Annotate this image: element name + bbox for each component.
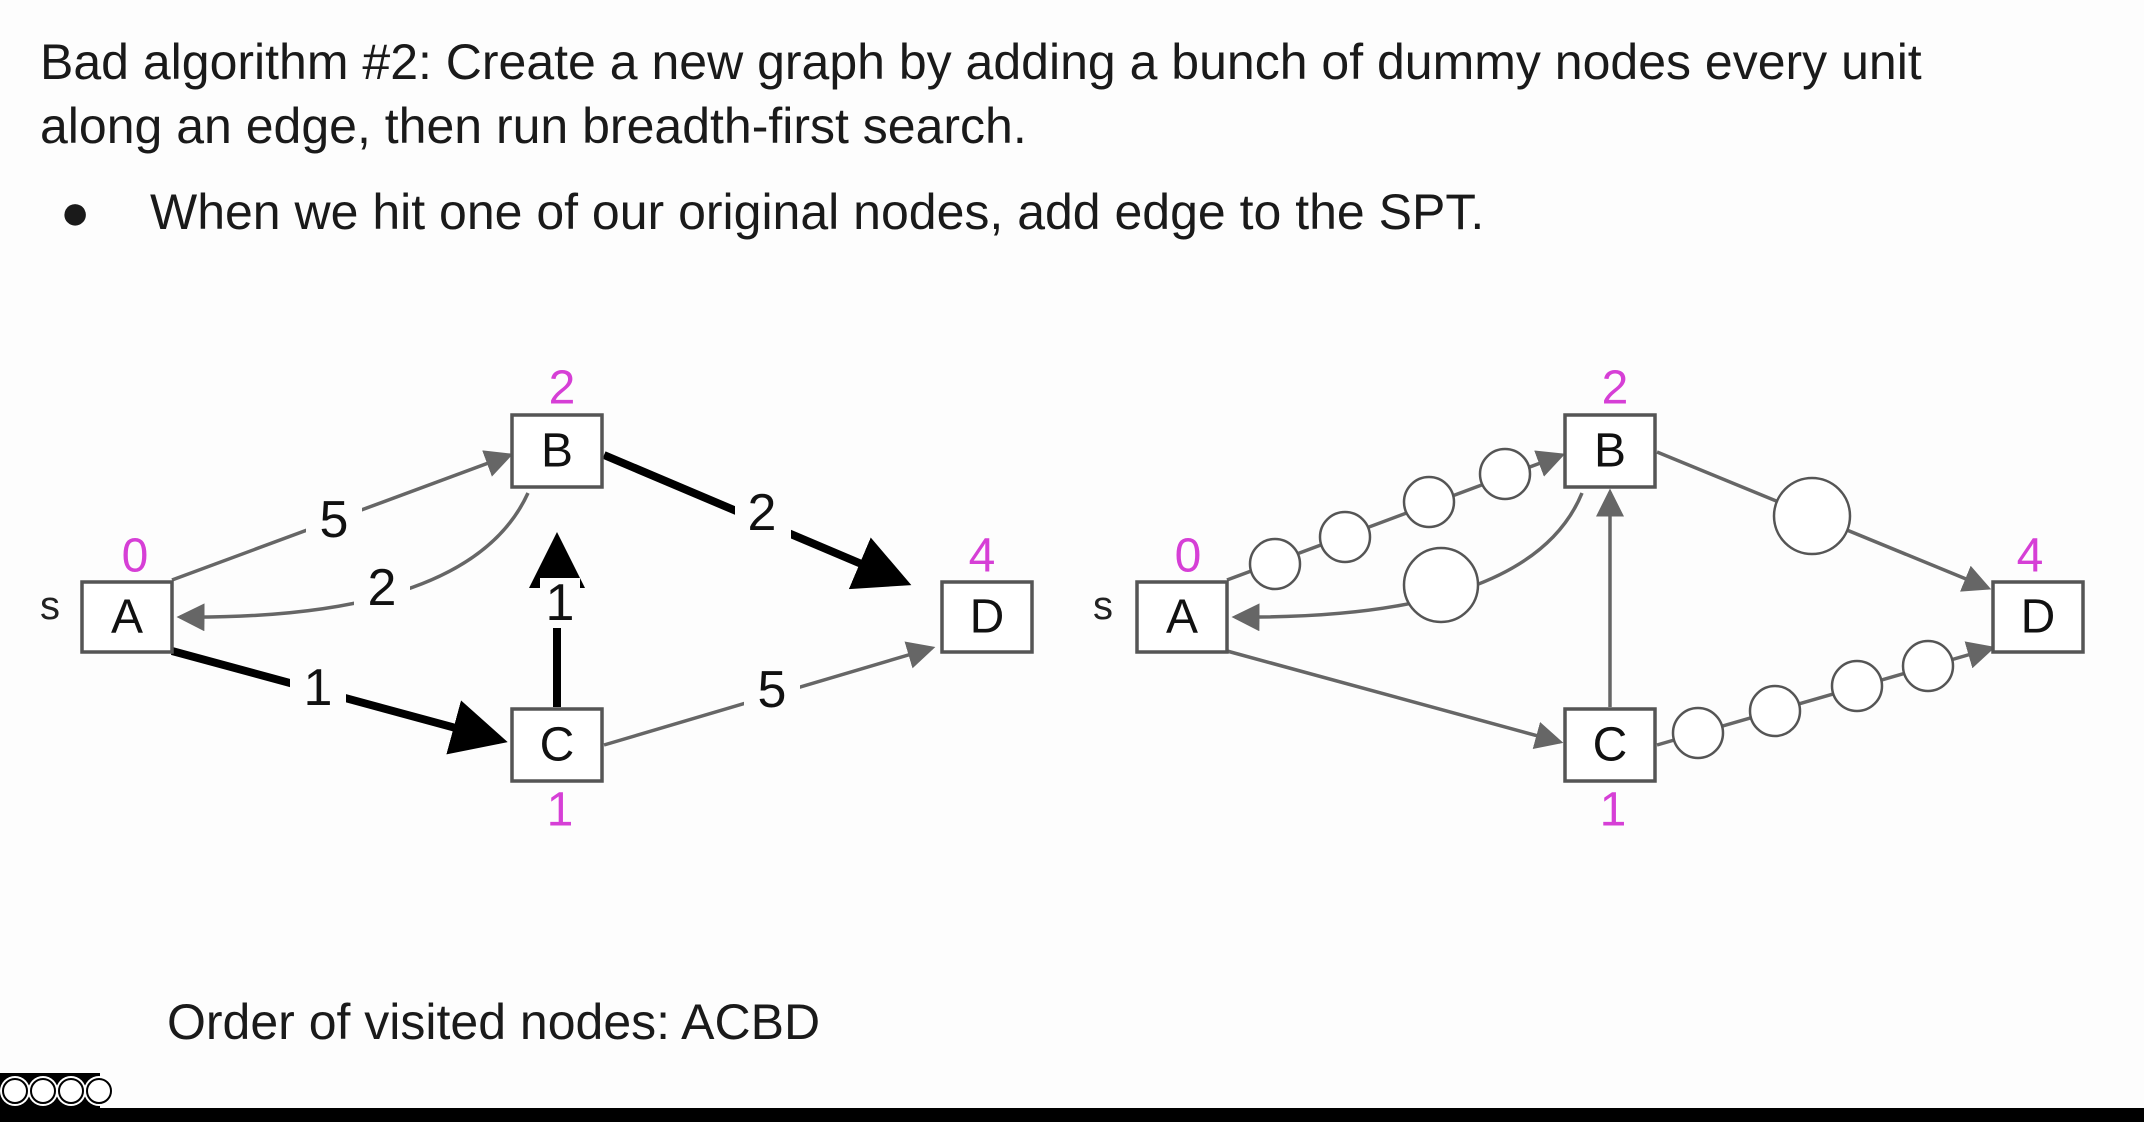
- dummy-node: [1671, 706, 1725, 760]
- right-graph: A B C D 0 2 1 4 s: [1093, 362, 2085, 837]
- license-badge: [0, 1073, 112, 1109]
- node-d: D: [1991, 580, 2085, 654]
- dummy-node: [1402, 546, 1480, 624]
- left-graph: 5 2 1 1 2 5 A B C D 0 2 1 4 s: [40, 362, 1034, 837]
- dummy-node: [1830, 659, 1884, 713]
- dummy-node: [1772, 476, 1852, 556]
- source-label: s: [1093, 584, 1113, 628]
- distance-label-b: 2: [549, 362, 576, 415]
- weight-label-b-d: 2: [748, 484, 777, 542]
- node-c-label: C: [540, 719, 575, 772]
- visit-order-text: Order of visited nodes: ACBD: [167, 994, 821, 1050]
- node-a: A: [80, 580, 174, 654]
- bottom-bar: [0, 1108, 2144, 1122]
- node-d-label: D: [970, 591, 1005, 644]
- node-a: A: [1135, 580, 1229, 654]
- node-d: D: [940, 580, 1034, 654]
- weight-label-c-d: 5: [758, 661, 787, 719]
- sa-icon: [86, 1078, 112, 1104]
- node-b-label: B: [541, 425, 573, 478]
- cc-icon: [2, 1078, 28, 1104]
- distance-label-d: 4: [969, 530, 996, 583]
- distance-label-d: 4: [2017, 530, 2044, 583]
- edge-a-c-expanded: [1226, 649, 1564, 750]
- weight-label-a-c: 1: [304, 659, 333, 717]
- node-d-label: D: [2021, 591, 2056, 644]
- distance-label-c: 1: [547, 784, 574, 837]
- node-c-label: C: [1593, 719, 1628, 772]
- node-c: C: [510, 707, 604, 783]
- distance-label-b: 2: [1602, 362, 1629, 415]
- bullet-text: When we hit one of our original nodes, a…: [150, 184, 1485, 240]
- node-b-label: B: [1594, 425, 1626, 478]
- dummy-node: [1248, 537, 1302, 591]
- weight-label-b-a: 2: [368, 559, 397, 617]
- dummy-node: [1318, 510, 1372, 564]
- edge-b-a: [176, 492, 530, 632]
- distance-label-c: 1: [1600, 784, 1627, 837]
- dummy-node: [1901, 639, 1955, 693]
- node-a-label: A: [111, 591, 143, 644]
- distance-label-a: 0: [1175, 530, 1202, 583]
- dummy-node: [1748, 684, 1802, 738]
- dummy-node: [1478, 447, 1532, 501]
- bullet-item: ● When we hit one of our original nodes,…: [60, 180, 1484, 244]
- weight-label-c-b: 1: [546, 574, 575, 632]
- node-a-label: A: [1166, 591, 1198, 644]
- source-label: s: [40, 584, 60, 628]
- bullet-icon: ●: [60, 184, 91, 240]
- by-icon: [30, 1078, 56, 1104]
- slide-title: Bad algorithm #2: Create a new graph by …: [40, 34, 1922, 154]
- distance-label-a: 0: [122, 530, 149, 583]
- weight-label-a-b: 5: [320, 491, 349, 549]
- node-b: B: [510, 413, 604, 489]
- dummy-node: [1402, 475, 1456, 529]
- nc-icon: [58, 1078, 84, 1104]
- node-b: B: [1563, 413, 1657, 489]
- node-c: C: [1563, 707, 1657, 783]
